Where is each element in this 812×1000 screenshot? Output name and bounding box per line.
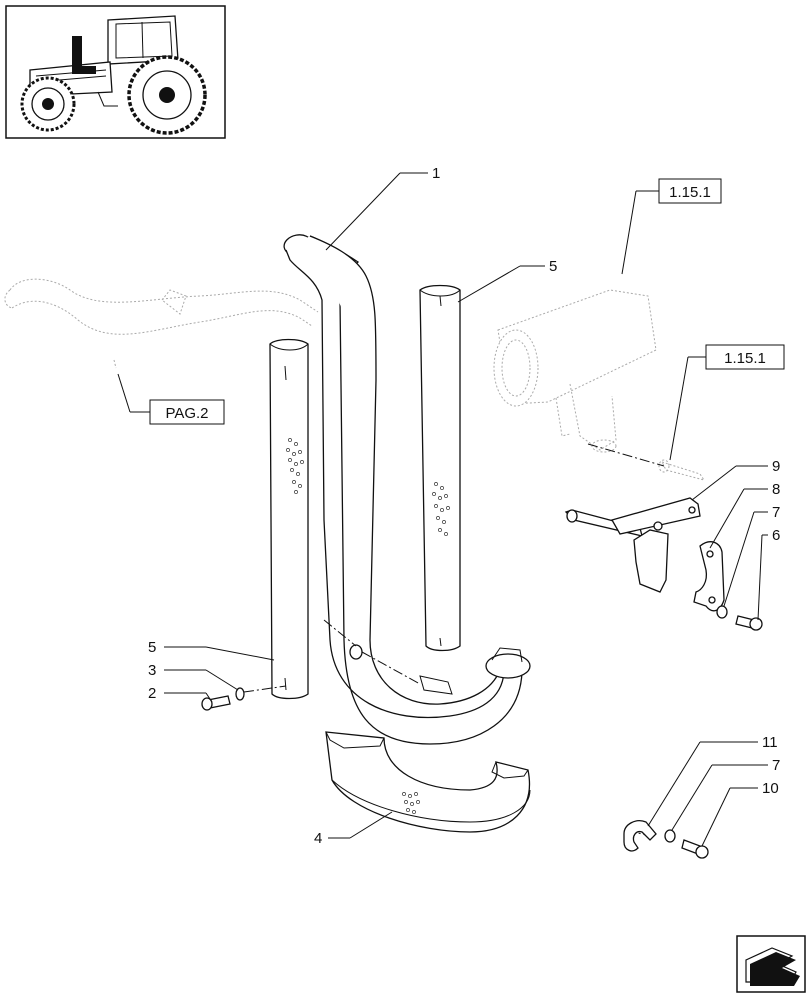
callout-labels: 1 5 5 3 2 4 9 8 7 6 11 7 10 <box>148 165 780 847</box>
reference-pag2-label: PAG.2 <box>165 405 208 422</box>
reference-top-label: 1.15.1 <box>669 184 711 201</box>
callout-6: 6 <box>772 527 780 544</box>
callout-2: 2 <box>148 685 156 702</box>
reference-mid-label: 1.15.1 <box>724 350 766 367</box>
small-clamp-assembly <box>623 820 709 859</box>
exhaust-pipe <box>283 234 531 745</box>
reference-box-1-15-1-mid[interactable]: 1.15.1 <box>705 344 785 370</box>
ghost-muffler <box>493 289 706 481</box>
tractor-thumbnail-icon <box>5 5 226 139</box>
heat-shield-left <box>269 338 309 700</box>
clamp <box>693 541 725 612</box>
leader-lines <box>117 172 768 847</box>
callout-4: 4 <box>314 830 322 847</box>
callout-3: 3 <box>148 662 156 679</box>
callout-7-bottom: 7 <box>772 757 780 774</box>
callout-10: 10 <box>762 780 779 797</box>
callout-5-left: 5 <box>148 639 156 656</box>
bolt-and-washer-right <box>716 605 763 631</box>
heat-shield-right <box>419 284 461 652</box>
callout-5-right: 5 <box>549 258 557 275</box>
bolt-and-washer-left <box>201 685 287 711</box>
callout-9: 9 <box>772 458 780 475</box>
reference-box-1-15-1-top[interactable]: 1.15.1 <box>658 178 722 204</box>
reference-box-pag2[interactable]: PAG.2 <box>149 399 225 425</box>
callout-7-top: 7 <box>772 504 780 521</box>
bracket <box>564 497 701 593</box>
ghost-exhaust-pipe <box>4 278 319 369</box>
callout-1: 1 <box>432 165 440 182</box>
callout-8: 8 <box>772 481 780 498</box>
callout-11: 11 <box>762 734 778 751</box>
next-page-arrow-icon[interactable] <box>736 935 806 993</box>
bottom-heat-shield <box>325 731 531 833</box>
